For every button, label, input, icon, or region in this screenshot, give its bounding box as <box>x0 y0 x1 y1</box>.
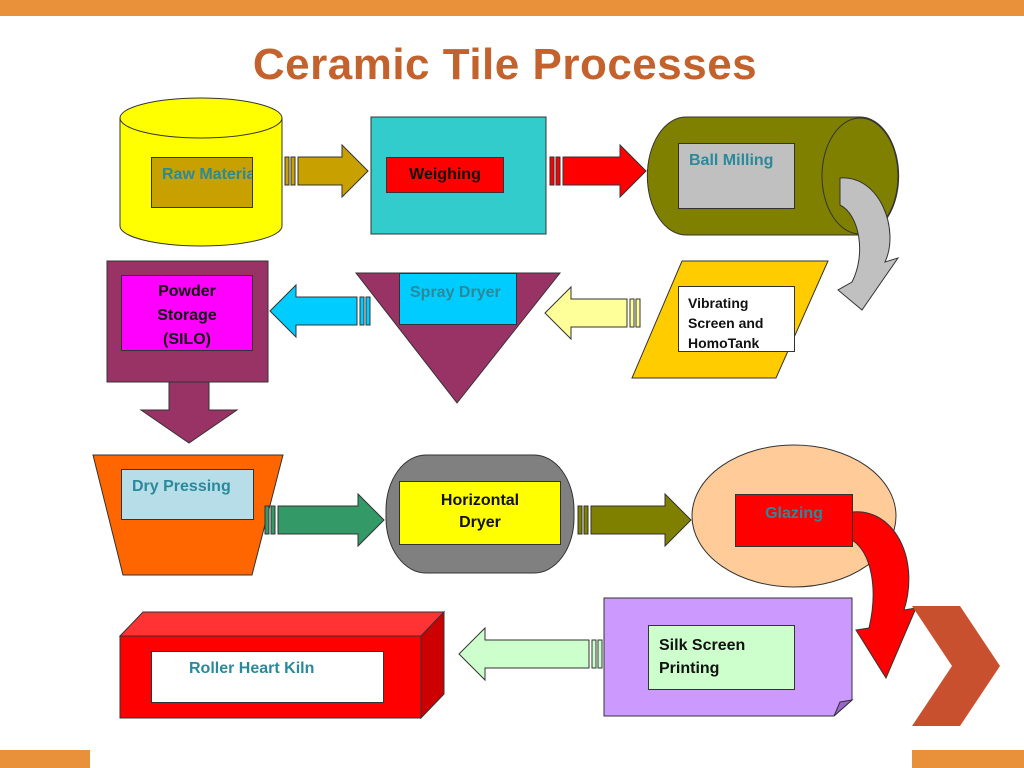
label-spray-dryer: Spray Dryer <box>399 273 517 325</box>
label-ball-milling: Ball Milling <box>678 143 795 209</box>
bottom-accent-bar-right <box>912 750 1024 768</box>
label-vibrating-screen: Vibrating Screen and HomoTank <box>678 286 795 352</box>
slide-title: Ceramic Tile Processes <box>252 40 758 89</box>
next-slide-arrow-icon[interactable] <box>912 606 1000 726</box>
label-roller-kiln: Roller Heart Kiln <box>151 651 384 703</box>
label-dry-pressing: Dry Pressing <box>121 469 254 520</box>
label-glazing: Glazing <box>735 494 853 547</box>
arrow-spraydryer-to-silo <box>269 283 371 339</box>
arrow-pressing-to-dryer <box>264 492 385 548</box>
curved-arrow-glazing-to-printing <box>851 511 917 680</box>
arrow-weighing-to-ballmill <box>549 143 647 199</box>
bottom-accent-bar-left <box>0 750 90 768</box>
label-horizontal-dryer: Horizontal Dryer <box>399 481 561 545</box>
arrow-dryer-to-glazing <box>577 492 692 548</box>
curved-arrow-ballmill-to-screen <box>837 177 900 311</box>
label-raw-materials: Raw Materials <box>151 157 253 208</box>
arrow-raw-to-weighing <box>284 143 369 199</box>
arrow-silo-to-pressing <box>139 381 239 444</box>
arrow-printing-to-kiln <box>458 626 603 682</box>
label-powder-storage: Powder Storage (SILO) <box>121 275 253 351</box>
arrow-screen-to-spraydryer <box>544 285 641 341</box>
label-weighing: Weighing <box>386 157 504 193</box>
top-accent-bar <box>0 0 1024 16</box>
label-silk-screen: Silk Screen Printing <box>648 625 795 690</box>
